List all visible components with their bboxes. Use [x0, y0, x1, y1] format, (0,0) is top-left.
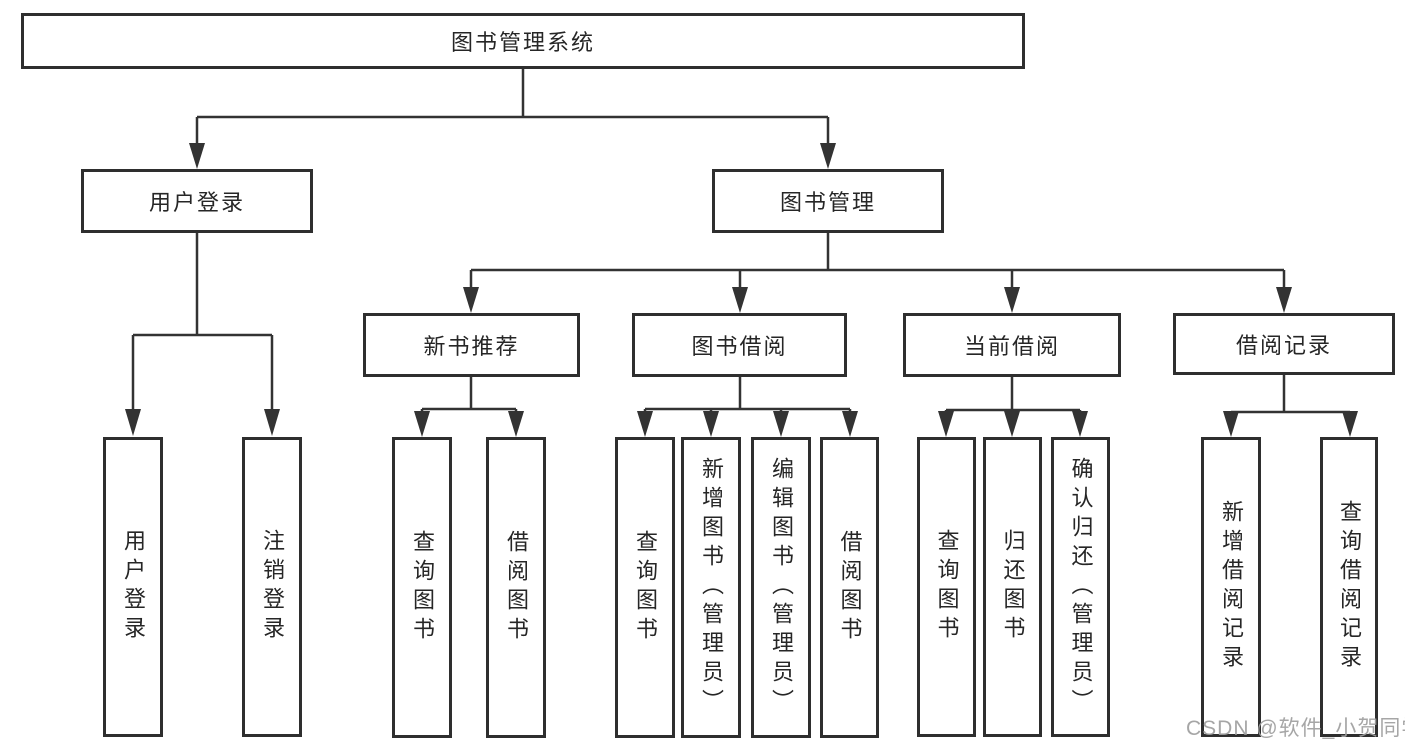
connector-borrow-to-leaves	[637, 377, 858, 437]
node-root-system: 图书管理系统	[21, 13, 1025, 69]
leaf-records-add-record: 新增借阅记录	[1201, 437, 1261, 737]
connector-root-to-level2	[189, 69, 836, 169]
leaf-borrow-borrow-books: 借阅图书	[820, 437, 879, 738]
leaf-current-return-books: 归还图书	[983, 437, 1042, 737]
connector-mgmt-to-level3	[463, 233, 1292, 313]
connector-records-to-leaves	[1223, 375, 1358, 437]
connector-current-to-leaves	[938, 377, 1088, 437]
leaf-rec-query-books: 查询图书	[392, 437, 452, 738]
leaf-borrow-edit-books-admin: 编辑图书（管理员）	[751, 437, 811, 738]
node-book-borrow: 图书借阅	[632, 313, 847, 377]
node-new-book-rec: 新书推荐	[363, 313, 580, 377]
node-borrow-records: 借阅记录	[1173, 313, 1395, 375]
node-current-borrow: 当前借阅	[903, 313, 1121, 377]
leaf-borrow-query-books: 查询图书	[615, 437, 675, 738]
connector-login-to-leaves	[125, 233, 280, 436]
leaf-current-query-books: 查询图书	[917, 437, 976, 737]
leaf-user-login: 用户登录	[103, 437, 163, 737]
leaf-logout: 注销登录	[242, 437, 302, 737]
connector-rec-to-leaves	[414, 377, 524, 437]
leaf-records-query-record: 查询借阅记录	[1320, 437, 1378, 737]
leaf-borrow-add-books-admin: 新增图书（管理员）	[681, 437, 741, 738]
node-book-mgmt-branch: 图书管理	[712, 169, 944, 233]
csdn-watermark: CSDN @软件_小贺同学	[1186, 717, 1405, 740]
node-user-login-branch: 用户登录	[81, 169, 313, 233]
leaf-current-confirm-return-admin: 确认归还（管理员）	[1051, 437, 1110, 737]
leaf-rec-borrow-books: 借阅图书	[486, 437, 546, 738]
